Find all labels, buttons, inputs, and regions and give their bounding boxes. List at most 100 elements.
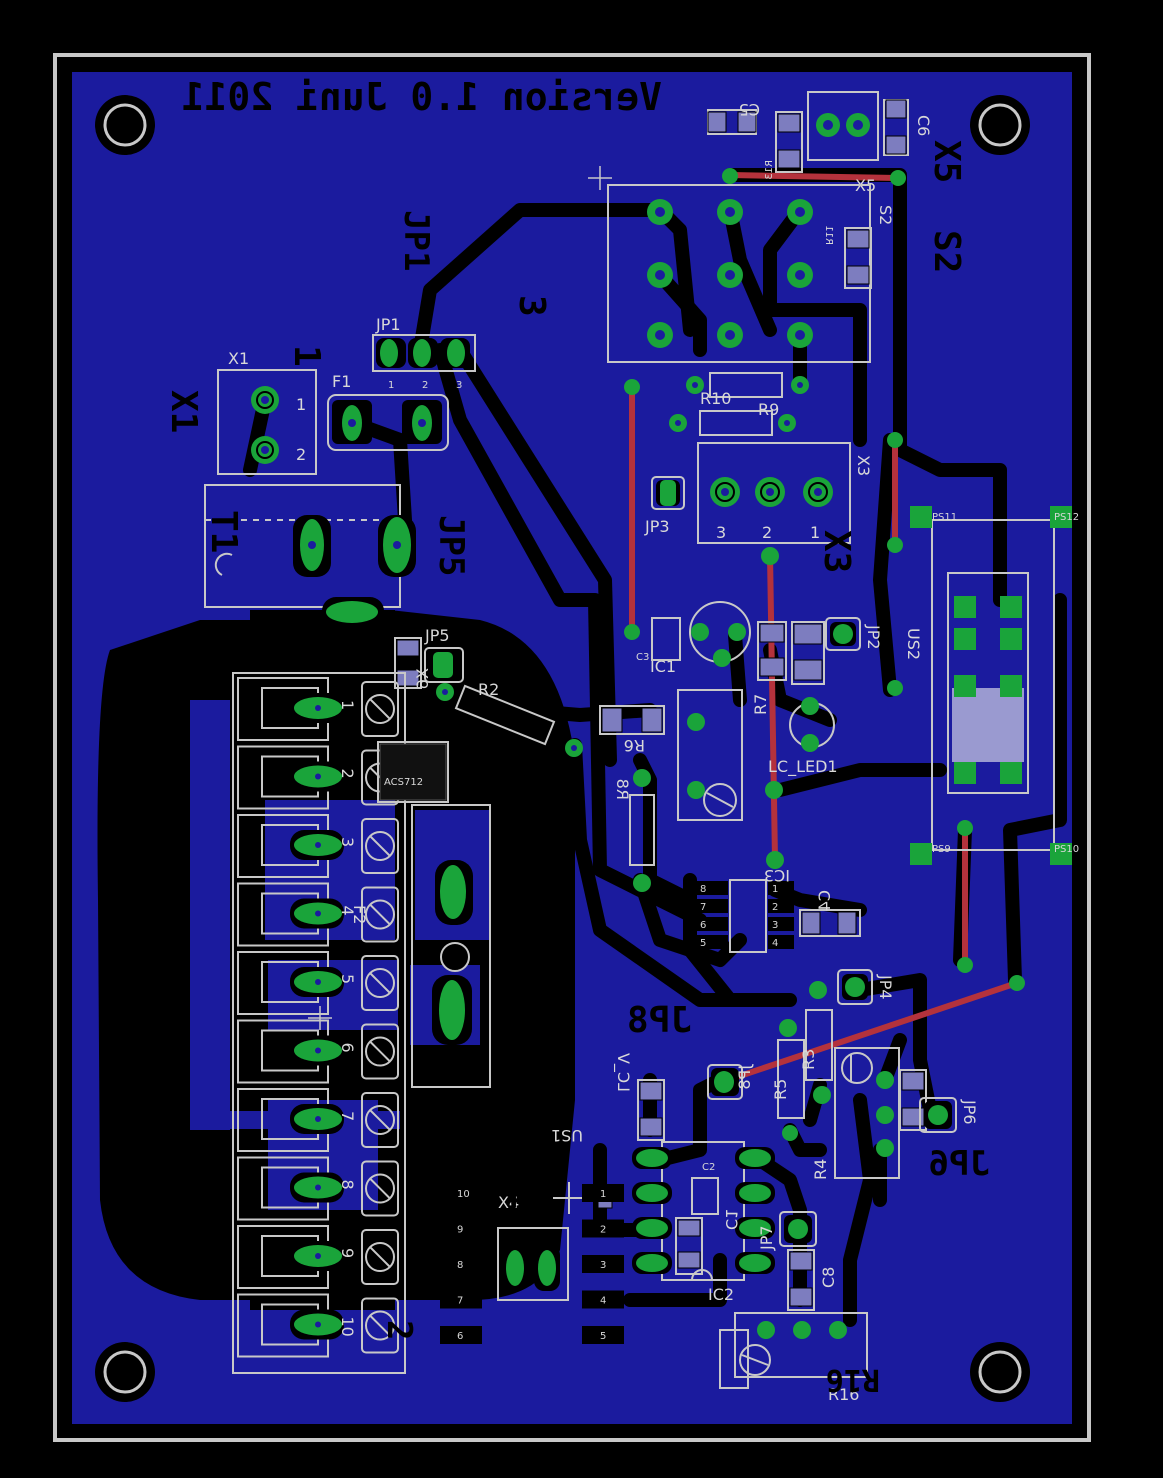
smd-near-r4	[899, 1069, 927, 1131]
x4-mirror-label: X4	[507, 1177, 548, 1217]
svg-text:JP4: JP4	[876, 974, 895, 1000]
svg-text:7: 7	[457, 1296, 463, 1307]
svg-text:R8: R8	[613, 779, 632, 800]
svg-text:2: 2	[600, 1225, 606, 1236]
ic3-pin-2: 2	[768, 899, 794, 913]
svg-text:JP1: JP1	[375, 315, 401, 334]
mounting-holes	[95, 95, 1030, 1402]
smd-c1: C1	[675, 1209, 741, 1275]
ic3-pin-7: 7	[688, 899, 728, 913]
terminal-number: 4	[338, 906, 357, 916]
svg-text:1: 1	[772, 884, 778, 895]
resistor-r9: R9	[669, 400, 796, 436]
svg-text:PS11: PS11	[932, 512, 957, 523]
svg-text:F2: F2	[350, 905, 369, 924]
jumper-jp3: JP3	[644, 476, 685, 536]
terminal-1: 1	[237, 677, 399, 741]
svg-text:3: 3	[511, 295, 552, 317]
ic3-pin-6: 6	[688, 917, 728, 931]
transformer-center-pad	[322, 597, 384, 627]
svg-text:8: 8	[457, 1260, 463, 1271]
svg-text:S2: S2	[926, 230, 967, 273]
svg-text:C4: C4	[815, 890, 834, 911]
s2-mirror-label: S2	[926, 230, 967, 273]
resistor-r8: R8	[613, 779, 655, 892]
terminal-5: 5	[237, 951, 399, 1015]
header-pin-r4: 4	[582, 1290, 624, 1309]
svg-text:9: 9	[457, 1225, 463, 1236]
silk-number-1: 1	[286, 345, 327, 367]
terminal-4: 4	[237, 882, 399, 947]
jp8-mirror-label: JP8	[627, 1000, 692, 1041]
svg-text:JP8: JP8	[627, 1000, 692, 1041]
smd-c3: C3	[636, 617, 681, 663]
svg-text:T1: T1	[203, 510, 244, 553]
svg-text:IC2: IC2	[708, 1285, 734, 1304]
svg-text:IC3: IC3	[764, 866, 790, 885]
svg-text:6: 6	[700, 920, 706, 931]
header-pin-r1: 1	[582, 1184, 624, 1202]
svg-text:R11: R11	[823, 225, 834, 245]
svg-text:R5: R5	[771, 1079, 790, 1100]
x5-mirror-label: X5	[926, 140, 967, 183]
vias	[624, 168, 1025, 1141]
terminal-number: 7	[338, 1111, 357, 1121]
svg-text:3: 3	[456, 380, 462, 391]
jumper-jp5: JP5	[424, 626, 464, 683]
svg-text:LC_LED1: LC_LED1	[768, 757, 838, 777]
smd-near-r16	[719, 1329, 749, 1389]
svg-text:X1: X1	[163, 390, 204, 433]
r16-mirror-label: R16	[826, 1362, 880, 1397]
svg-text:JP2: JP2	[864, 624, 883, 650]
ic2-pin-right	[735, 1252, 775, 1274]
ic3-pin-1: 1	[768, 881, 794, 895]
svg-text:R4: R4	[811, 1159, 830, 1180]
svg-text:7: 7	[700, 902, 706, 913]
resistor-r5: R5	[771, 1019, 805, 1119]
terminal-number: 6	[338, 1043, 357, 1053]
fuse-f1: F1	[327, 372, 449, 451]
svg-text:R2: R2	[478, 680, 499, 699]
svg-text:5: 5	[600, 1331, 606, 1342]
smd-c4-top	[791, 621, 825, 685]
svg-text:PS10: PS10	[1054, 844, 1079, 855]
svg-text:R13: R13	[764, 160, 775, 180]
svg-text:JP1: JP1	[396, 210, 436, 271]
svg-text:2: 2	[762, 523, 772, 542]
jumper-jp7: JP7	[757, 1211, 817, 1251]
svg-text:C3: C3	[636, 652, 649, 663]
ic2-pin-right	[735, 1147, 775, 1169]
version-label: Version 1.0 Juni 2011	[182, 75, 662, 119]
jp5-mirror-label: JP5	[431, 515, 471, 576]
svg-text:F1: F1	[332, 372, 351, 391]
svg-text:1: 1	[810, 523, 820, 542]
connector-x3: 3 2 1 X3	[697, 442, 873, 544]
svg-text:X4: X4	[498, 1193, 519, 1212]
acs712-chip: ACS712	[377, 741, 449, 803]
t1-mirror-label: T1	[203, 510, 244, 553]
svg-text:3: 3	[600, 1260, 606, 1271]
svg-text:4: 4	[772, 938, 778, 949]
resistor-r2: R2	[436, 680, 583, 757]
ic1-regulator: IC1	[650, 601, 751, 676]
header-pin-6: 6	[440, 1326, 482, 1344]
svg-text:C5: C5	[739, 100, 760, 119]
header-pin-r3: 3	[582, 1255, 624, 1273]
ic3-pin-3: 3	[768, 917, 794, 931]
ic3-pin-4: 4	[768, 935, 794, 949]
svg-text:1: 1	[600, 1189, 606, 1200]
smd-c4: C4	[799, 890, 861, 937]
terminal-number: 9	[338, 1248, 357, 1258]
svg-text:X4: X4	[507, 1177, 548, 1217]
header-pin-r2: 2	[582, 1219, 624, 1238]
terminal-number: 8	[338, 1180, 357, 1190]
jumper-jp8: JP8	[707, 1064, 754, 1100]
jumper-jp1: JP1 1 2 3	[372, 315, 476, 391]
led-lc-led1: LC_LED1	[768, 697, 838, 777]
svg-text:3: 3	[772, 920, 778, 931]
jp1-mirror-label: JP1	[396, 210, 436, 271]
terminal-number: 5	[338, 974, 357, 984]
trimmer-r4: R4	[811, 1047, 900, 1180]
svg-text:JP6: JP6	[960, 1099, 979, 1125]
svg-text:2: 2	[379, 1320, 419, 1340]
